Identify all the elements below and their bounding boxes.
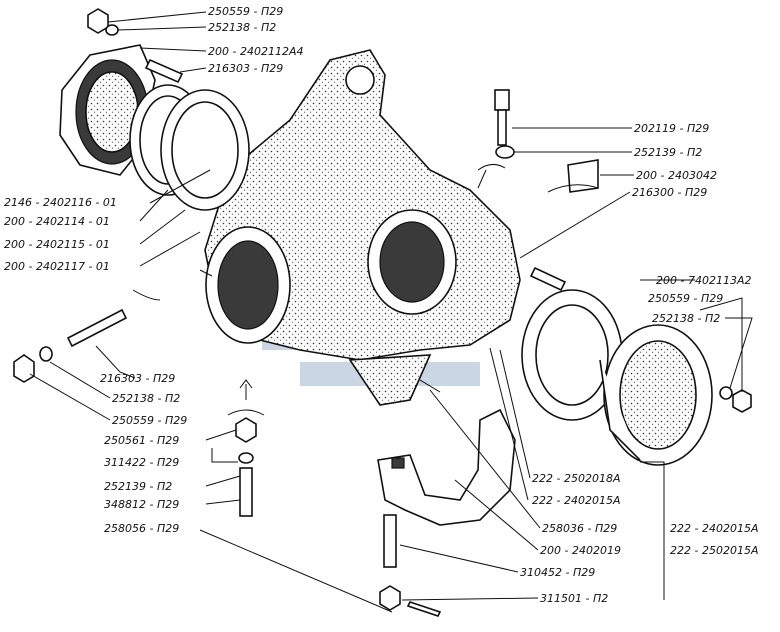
label-216303-top: 216303 - П29 — [208, 62, 283, 75]
label-252139-right: 252139 - П2 — [634, 146, 702, 159]
left-shim — [160, 89, 250, 211]
label-250559-right: 250559 - П29 — [648, 292, 723, 305]
label-252138-top: 252138 - П2 — [208, 21, 276, 34]
label-252138-left: 252138 - П2 — [112, 392, 180, 405]
hardware-right — [719, 386, 752, 413]
label-222-2402015A-mid: 222 - 2402015А — [532, 494, 620, 507]
label-252139-left: 252139 - П2 — [104, 480, 172, 493]
right-flange-cover — [599, 324, 713, 466]
label-200-2402114: 200 - 2402114 - 01 — [4, 215, 110, 228]
label-258056: 258056 - П29 — [104, 522, 179, 535]
label-250561: 250561 - П29 — [104, 434, 179, 447]
label-222-2502018A: 222 - 2502018А — [532, 472, 620, 485]
callout-arcs — [132, 164, 599, 416]
label-200-2402117: 200 - 2402117 - 01 — [4, 260, 110, 273]
label-222-2502015A-right: 222 - 2502015А — [670, 544, 758, 557]
part-labels: 250559 - П29 252138 - П2 200 - 2402112А4… — [4, 5, 758, 605]
label-216300: 216300 - П29 — [632, 186, 707, 199]
label-2146-2402116: 2146 - 2402116 - 01 — [4, 196, 117, 209]
label-311422: 311422 - П29 — [104, 456, 179, 469]
label-216303-left: 216303 - П29 — [100, 372, 175, 385]
right-gasket — [521, 289, 623, 421]
label-252138-right: 252138 - П2 — [652, 312, 720, 325]
label-202119: 202119 - П29 — [634, 122, 709, 135]
label-310452: 310452 - П29 — [520, 566, 595, 579]
axle-housing — [204, 49, 521, 406]
label-200-7402113A2: 200 - 7402113А2 — [656, 274, 751, 287]
label-200-2402115: 200 - 2402115 - 01 — [4, 238, 110, 251]
label-200-2402112A4: 200 - 2402112А4 — [208, 45, 303, 58]
label-258036: 258036 - П29 — [542, 522, 617, 535]
label-250559-top: 250559 - П29 — [208, 5, 283, 18]
hardware-center-stud — [235, 417, 257, 517]
label-200-2402019: 200 - 2402019 — [540, 544, 621, 557]
label-348812: 348812 - П29 — [104, 498, 179, 511]
hardware-bottom — [379, 379, 442, 617]
leader-lines — [29, 11, 753, 613]
label-311501: 311501 - П2 — [540, 592, 608, 605]
label-250559-left: 250559 - П29 — [112, 414, 187, 427]
bearing-cap — [377, 408, 516, 526]
label-200-2403042: 200 - 2403042 — [636, 169, 717, 182]
label-222-2402015A-right: 222 - 2402015А — [670, 522, 758, 535]
hardware-left-stud — [13, 308, 128, 383]
